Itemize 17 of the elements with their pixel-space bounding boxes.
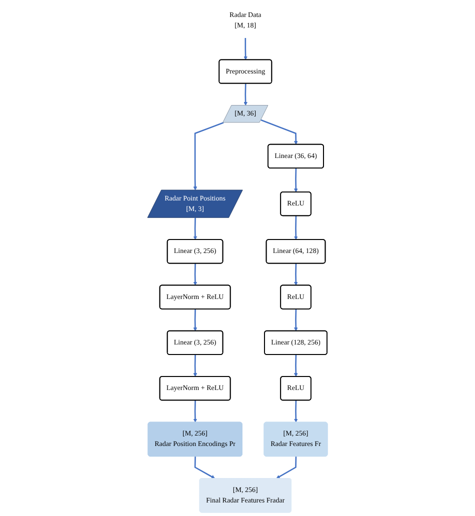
arrow [244, 38, 248, 60]
arrow [193, 122, 224, 190]
arrow [294, 263, 298, 286]
arrow [294, 400, 298, 422]
arrow [294, 354, 298, 377]
arrow [294, 216, 298, 240]
arrow [193, 309, 198, 332]
arrow [260, 119, 298, 145]
arrow [244, 84, 248, 106]
arrow [193, 354, 198, 377]
arrow [194, 456, 216, 479]
arrow [193, 263, 198, 286]
arrow [294, 309, 298, 332]
arrow [193, 218, 198, 240]
arrow [276, 456, 297, 479]
arrow [294, 168, 298, 192]
arrow [193, 400, 198, 422]
